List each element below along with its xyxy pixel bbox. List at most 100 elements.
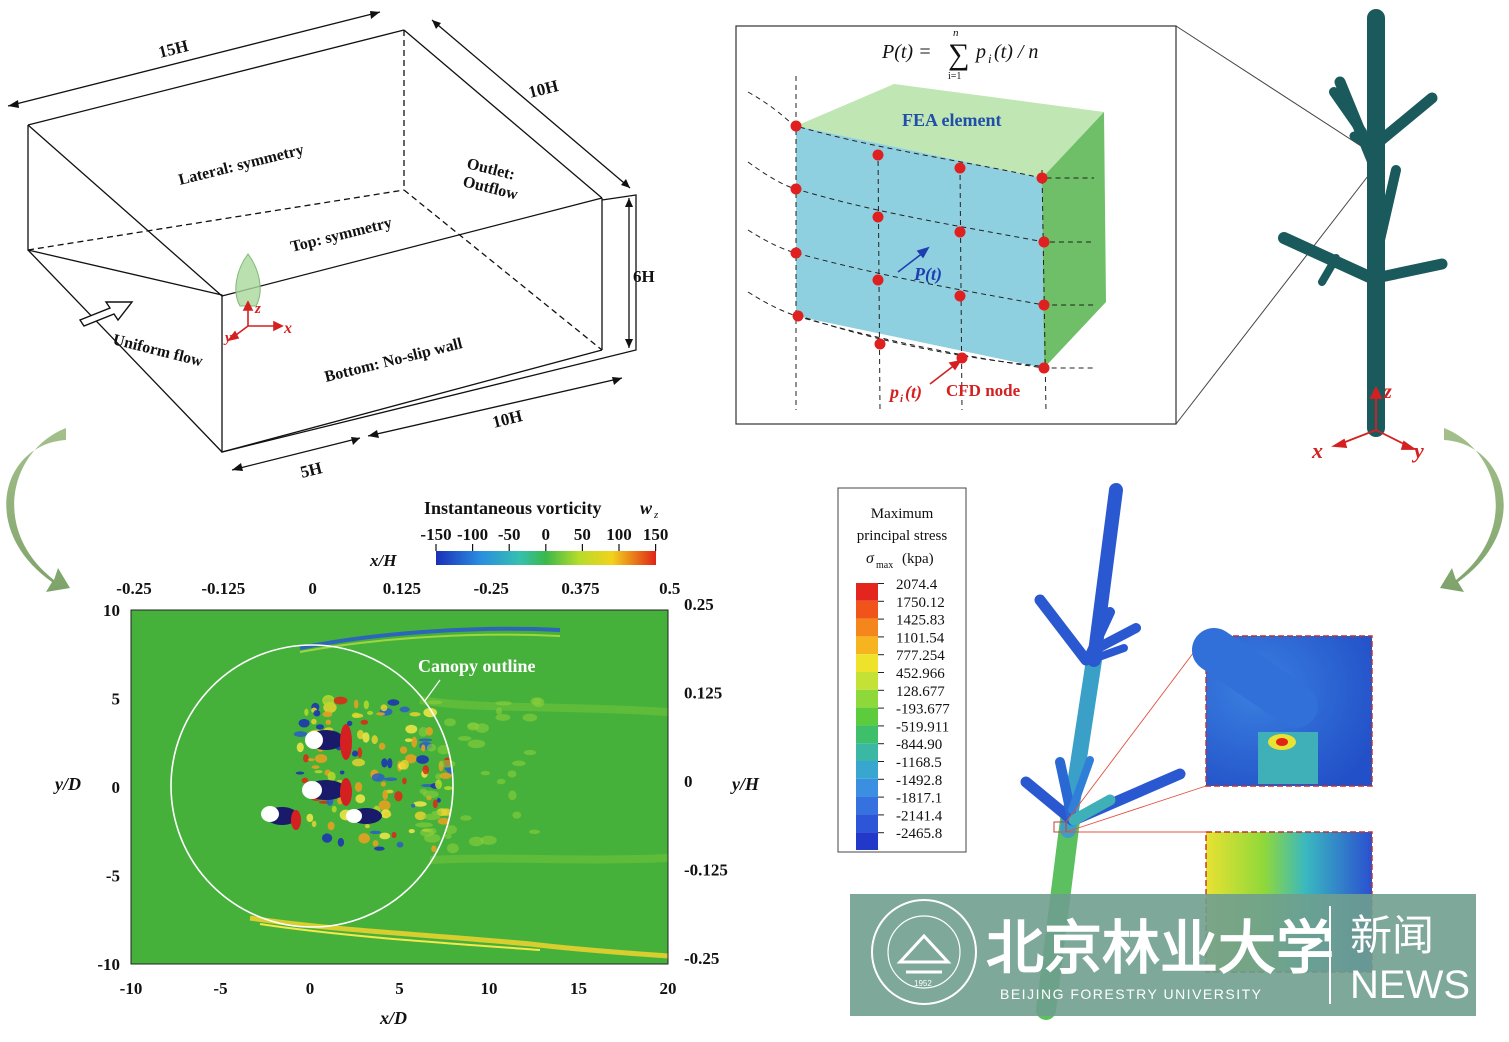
svg-text:max: max [876, 560, 893, 571]
vorticity-blob [415, 822, 433, 828]
axis-z-label: z [254, 301, 261, 317]
vorticity-blob [423, 813, 441, 821]
vorticity-blob [357, 747, 363, 758]
left-axis-tick: -5 [106, 867, 120, 886]
vorticity-blob [402, 777, 407, 785]
vorticity-blob [399, 746, 408, 754]
svg-text:n: n [953, 27, 959, 39]
vorticity-blob [436, 798, 441, 803]
top-axis-tick: -0.25 [473, 579, 508, 598]
vorticity-blob [413, 801, 427, 807]
dim-10h-bottom: 10H [490, 406, 524, 432]
stress-value-label: -1492.8 [896, 773, 942, 789]
right-axis-tick: -0.125 [684, 861, 728, 880]
node-pointer-arrow [929, 359, 962, 385]
vorticity-legend-tick: 50 [574, 525, 591, 544]
vorticity-blob [438, 760, 456, 768]
svg-text:i: i [900, 393, 904, 405]
svg-text:σ: σ [866, 550, 875, 567]
vorticity-blob [409, 712, 421, 717]
vorticity-blob [311, 718, 317, 725]
vorticity-blob [293, 731, 308, 738]
stress-color-step [856, 707, 878, 726]
tree-axis-y: y [1411, 438, 1424, 463]
inflow-label: Uniform flow [111, 331, 205, 370]
dim-10h-top: 10H [526, 76, 560, 102]
vorticity-blob [495, 701, 512, 706]
vorticity-blob [446, 843, 459, 854]
watermark-news-cn: 新闻 [1350, 914, 1434, 960]
vorticity-blob [405, 724, 418, 734]
stress-color-step [856, 832, 878, 850]
vorticity-blob [418, 738, 433, 742]
canopy-shape [235, 253, 261, 307]
vorticity-blob [327, 821, 335, 831]
vorticity-blob [387, 758, 393, 769]
vorticity-blob [422, 765, 430, 775]
vorticity-legend-tick: -100 [457, 525, 488, 544]
vorticity-blob [445, 825, 457, 835]
tree-axes [1331, 385, 1417, 450]
stress-colorbar: 2074.41750.121425.831101.54777.254452.96… [856, 577, 950, 850]
vorticity-blob [404, 738, 413, 743]
vorticity-legend-symbol: w [640, 498, 653, 518]
left-axis-tick: 10 [103, 601, 120, 620]
vorticity-blob [301, 777, 309, 784]
vorticity-blob [437, 745, 450, 755]
axis-y-label: y [223, 330, 232, 346]
fea-element-label: FEA element [902, 110, 1001, 130]
svg-text:(kpa): (kpa) [902, 551, 934, 567]
vorticity-blob [327, 771, 336, 782]
vorticity-blob [311, 765, 320, 769]
vorticity-legend-tick: 100 [606, 525, 632, 544]
stress-color-step [856, 814, 878, 833]
vorticity-blob [355, 794, 366, 804]
bottom-axis-tick: 10 [481, 979, 498, 998]
vorticity-blob [495, 713, 511, 721]
vorticity-blob [418, 727, 428, 737]
vorticity-blob [352, 758, 365, 767]
svg-text:∑: ∑ [948, 38, 969, 71]
watermark-chinese-name: 北京林业大学 [986, 916, 1334, 981]
uniform-flow-arrow-icon [78, 301, 134, 327]
vorticity-blob [432, 799, 438, 809]
vorticity-blob [339, 770, 345, 775]
vorticity-blob [371, 735, 378, 745]
vorticity-blob [311, 820, 317, 828]
vorticity-blob [372, 840, 379, 847]
load-label: P(t) [913, 264, 942, 285]
vorticity-blob [369, 830, 382, 835]
stress-color-step [856, 618, 878, 637]
vorticity-blob [512, 760, 526, 767]
vorticity-blob [391, 831, 397, 839]
stress-color-step [856, 778, 878, 797]
watermark-banner [850, 894, 1476, 1016]
top-label: Top: symmetry [289, 214, 394, 256]
vorticity-blob [512, 811, 522, 819]
bottom-label: Bottom: No-slip wall [323, 335, 465, 386]
watermark-english-name: BEIJING FORESTRY UNIVERSITY [1000, 986, 1262, 1002]
vorticity-blob [427, 700, 443, 705]
vorticity-blob [337, 837, 345, 847]
vorticity-blob [374, 846, 385, 851]
vorticity-blob [371, 773, 385, 782]
vorticity-legend-tick: -150 [420, 525, 451, 544]
domain-box-diagram [7, 11, 637, 471]
vorticity-blob [424, 833, 441, 843]
right-axis-tick: 0.125 [684, 684, 722, 703]
cfd-node-label: CFD node [946, 381, 1021, 400]
vorticity-blob [431, 845, 437, 853]
vorticity-blob [468, 836, 484, 847]
dim-5h: 5H [298, 458, 324, 482]
vorticity-blob [316, 724, 324, 730]
vorticity-field [131, 610, 668, 964]
vorticity-legend-sub: z [653, 509, 659, 521]
left-axis-tick: 5 [112, 690, 121, 709]
tree-axis-z: z [1383, 381, 1392, 403]
bottom-axis-tick: 20 [660, 979, 677, 998]
vorticity-blob [460, 815, 472, 821]
vorticity-blob [394, 791, 403, 802]
